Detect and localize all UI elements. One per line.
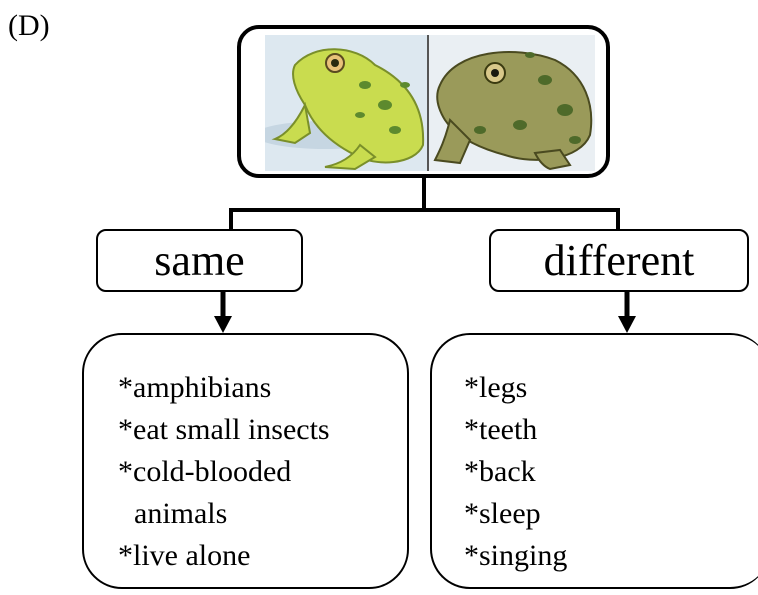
different-item: *teeth <box>464 409 567 451</box>
same-heading-box: same <box>96 229 303 292</box>
same-item: *cold-blooded <box>118 451 330 493</box>
different-heading-box: different <box>489 229 749 292</box>
same-list-box: *amphibians *eat small insects *cold-blo… <box>82 333 409 589</box>
different-arrow-head <box>618 316 636 333</box>
same-item-continuation: animals <box>118 493 330 535</box>
same-item: *live alone <box>118 535 330 577</box>
different-heading: different <box>544 239 695 283</box>
same-items-list: *amphibians *eat small insects *cold-blo… <box>118 367 330 577</box>
same-item: *eat small insects <box>118 409 330 451</box>
different-item: *singing <box>464 535 567 577</box>
different-items-list: *legs *teeth *back *sleep *singing <box>464 367 567 577</box>
same-item: *amphibians <box>118 367 330 409</box>
different-item: *back <box>464 451 567 493</box>
different-list-box: *legs *teeth *back *sleep *singing <box>430 333 758 589</box>
different-item: *sleep <box>464 493 567 535</box>
different-item: *legs <box>464 367 567 409</box>
same-arrow-head <box>214 316 232 333</box>
same-heading: same <box>154 239 244 283</box>
